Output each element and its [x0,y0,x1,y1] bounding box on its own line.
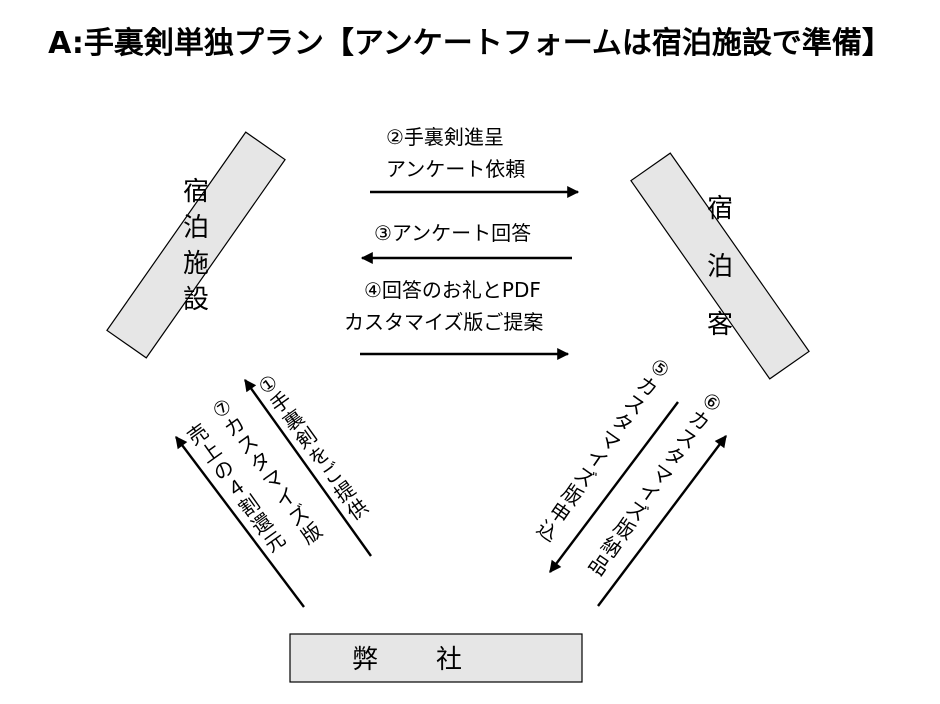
step1-label: ①手裏剣をご提供 [253,369,373,525]
step5-arrow [549,401,679,573]
step6-label: ⑥カスタマイズ版納品 [584,387,727,581]
step2-label-line2: アンケート依頼 [386,157,525,181]
step4-label-line1: ④回答のお礼とPDF [364,278,541,302]
step7-arrow [175,436,305,608]
step4-label-line2: カスタマイズ版ご提案 [344,310,543,334]
guest-node: 宿泊客 [630,152,810,380]
facility-label: 宿泊施設 [183,177,209,315]
step5-label: ⑤カスタマイズ版申込 [532,353,675,547]
step2-label-line1: ②手裏剣進呈 [386,125,504,149]
company-node: 弊社 [289,633,583,683]
guest-label: 宿泊客 [707,194,733,340]
company-label: 弊社 [352,645,520,675]
step1-arrow [244,379,372,557]
step7-label-line1: ⑦カスタマイズ版 [207,393,327,549]
step6-arrow [597,435,727,607]
step3-label: ③アンケート回答 [374,221,531,245]
facility-node: 宿泊施設 [106,131,286,359]
page-title: A:手裏剣単独プラン【アンケートフォームは宿泊施設で準備】 [48,26,892,61]
